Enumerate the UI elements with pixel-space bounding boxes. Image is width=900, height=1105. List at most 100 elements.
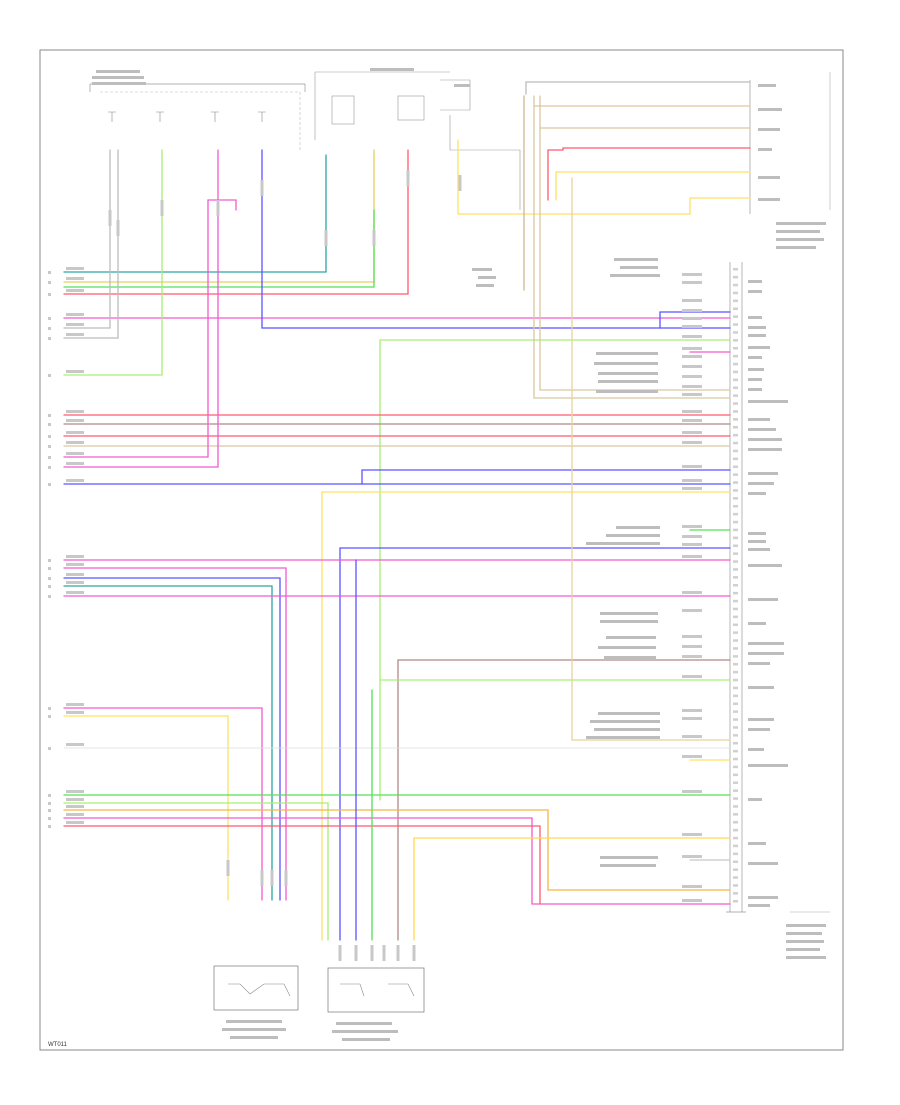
wire-label (682, 555, 702, 558)
pin-number (733, 418, 738, 421)
pin-number (733, 900, 738, 903)
wire-label (66, 452, 84, 455)
wire-brown (397, 659, 731, 941)
signal-label (598, 712, 660, 715)
wire-label (284, 870, 288, 886)
wire-label (682, 325, 702, 328)
wire-label (682, 635, 702, 638)
pin-number (733, 828, 738, 832)
pin-number (733, 647, 738, 650)
pin-number (733, 370, 738, 374)
wire-label (66, 323, 84, 326)
wire-number (48, 293, 51, 296)
pin-number (733, 268, 738, 271)
signal-label (620, 266, 658, 269)
pin-number (733, 386, 738, 389)
wire-number (48, 802, 51, 805)
wire-grey (63, 149, 111, 329)
pin-number (733, 426, 738, 429)
pin-number (733, 457, 738, 461)
pin-number (733, 836, 738, 840)
connector-column (726, 80, 751, 913)
wire-label (682, 317, 702, 320)
pin-number (733, 805, 738, 808)
pin-number (733, 797, 738, 800)
wire-label (66, 813, 84, 816)
signal-label (614, 258, 658, 261)
sensor-left (213, 965, 299, 1011)
pin-number (733, 512, 738, 516)
signal-label (748, 598, 778, 601)
wire-number (48, 414, 51, 417)
wire-yellow (63, 715, 229, 901)
wire-label (66, 798, 84, 801)
pin-number (733, 789, 738, 792)
pin-number (733, 473, 738, 476)
signal-label (748, 290, 762, 293)
pin-number (733, 497, 738, 500)
wire-label (682, 790, 702, 793)
wire-color-labels (48, 170, 702, 961)
wire-red (63, 817, 731, 905)
pin-number (733, 781, 738, 784)
relay-box (314, 71, 521, 210)
signal-label (748, 356, 762, 359)
pin-number (733, 394, 738, 397)
pin-number (733, 623, 738, 626)
wire-label (682, 393, 702, 396)
pin-number (733, 852, 738, 856)
signal-label (748, 798, 762, 801)
wire-label (66, 555, 84, 558)
wire-label (66, 821, 84, 824)
pin-number (733, 742, 738, 745)
signal-label (598, 372, 658, 375)
pin-number (733, 599, 738, 603)
signal-label (748, 428, 776, 431)
signal-label (748, 862, 778, 865)
signal-label (748, 904, 770, 907)
pin-number (733, 449, 738, 453)
wire-number (48, 809, 51, 812)
wire-label (66, 462, 84, 465)
wire-pink (63, 825, 541, 905)
pin-number (733, 402, 738, 405)
wire-tan (533, 95, 751, 107)
pin-number (733, 639, 738, 642)
pin-number (733, 339, 738, 342)
wire-yellow (457, 139, 751, 215)
pin-number (733, 686, 738, 690)
fuse-junction-box (89, 83, 306, 150)
signal-label (748, 400, 788, 403)
wire-label (682, 335, 702, 338)
wire-label (682, 885, 702, 888)
pin-number (733, 757, 738, 761)
signal-label (600, 620, 658, 623)
pin-number (733, 718, 738, 721)
wire-label (66, 591, 84, 594)
signal-label (472, 268, 492, 271)
signal-label (758, 108, 782, 111)
relay (331, 95, 355, 125)
signal-label (758, 128, 780, 131)
wire-number (48, 707, 51, 710)
wire-label (682, 299, 702, 302)
wire-tan (571, 177, 731, 741)
signal-label (748, 748, 764, 751)
wire-label (66, 410, 84, 413)
wire-label (226, 860, 230, 876)
pin-number (733, 591, 738, 595)
signal-label (748, 540, 766, 543)
pin-number (733, 615, 738, 619)
wire-label (682, 755, 702, 758)
wire-number (48, 595, 51, 598)
wire-label (682, 441, 702, 444)
wire-label (682, 535, 702, 538)
pin-number (733, 505, 738, 508)
pin-number (733, 481, 738, 484)
signal-label (748, 728, 770, 731)
wire-lightgreen (63, 802, 329, 941)
signal-label (478, 276, 496, 279)
wire-label (682, 645, 702, 648)
wire-number (48, 585, 51, 588)
wire-number (48, 483, 51, 486)
